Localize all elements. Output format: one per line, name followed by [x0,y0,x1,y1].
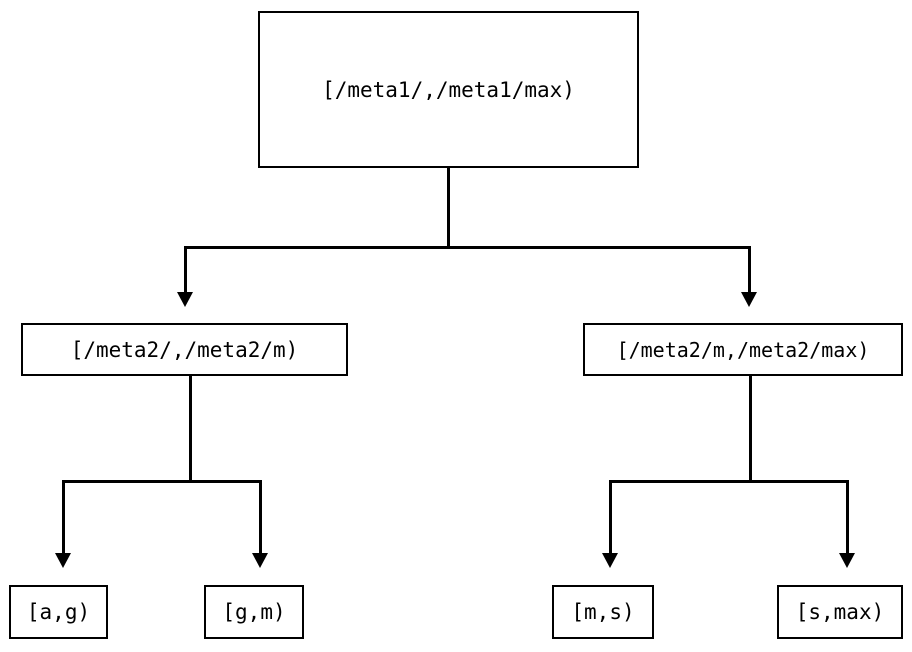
node-mid-right-label: [/meta2/m,/meta2/max) [616,337,870,362]
edge-root-bus [185,246,751,249]
node-leaf-ms[interactable]: [m,s) [552,585,654,639]
edge-mid-right-stem [749,376,752,483]
edge-mid-right-bus [610,480,849,483]
edge-root-stem [447,167,450,249]
node-mid-left[interactable]: [/meta2/,/meta2/m) [21,323,348,376]
arrowhead-mid-left-to-leaf-ag-icon [55,553,71,568]
node-leaf-smax[interactable]: [s,max) [777,585,903,639]
node-leaf-ag[interactable]: [a,g) [9,585,108,639]
arrowhead-mid-left-to-leaf-gm-icon [252,553,268,568]
edge-mid-right-to-leaf-ms-drop [609,480,612,554]
arrowhead-root-to-mid-right-icon [741,292,757,307]
node-leaf-gm[interactable]: [g,m) [204,585,304,639]
node-leaf-ms-label: [m,s) [571,600,635,624]
arrowhead-mid-right-to-leaf-smax-icon [839,553,855,568]
edge-root-to-mid-left-drop [184,246,187,293]
edge-root-to-mid-right-drop [748,246,751,293]
edge-mid-left-to-leaf-gm-drop [259,480,262,554]
node-mid-right[interactable]: [/meta2/m,/meta2/max) [583,323,903,376]
node-mid-left-label: [/meta2/,/meta2/m) [70,337,299,362]
arrowhead-mid-right-to-leaf-ms-icon [602,553,618,568]
edge-mid-right-to-leaf-smax-drop [846,480,849,554]
edge-mid-left-to-leaf-ag-drop [62,480,65,554]
node-leaf-smax-label: [s,max) [795,600,885,624]
node-leaf-ag-label: [a,g) [26,600,91,624]
edge-mid-left-bus [63,480,262,483]
node-root[interactable]: [/meta1/,/meta1/max) [258,11,639,168]
node-leaf-gm-label: [g,m) [222,600,286,624]
node-root-label: [/meta1/,/meta1/max) [322,77,575,102]
edge-mid-left-stem [189,376,192,483]
arrowhead-root-to-mid-left-icon [177,292,193,307]
